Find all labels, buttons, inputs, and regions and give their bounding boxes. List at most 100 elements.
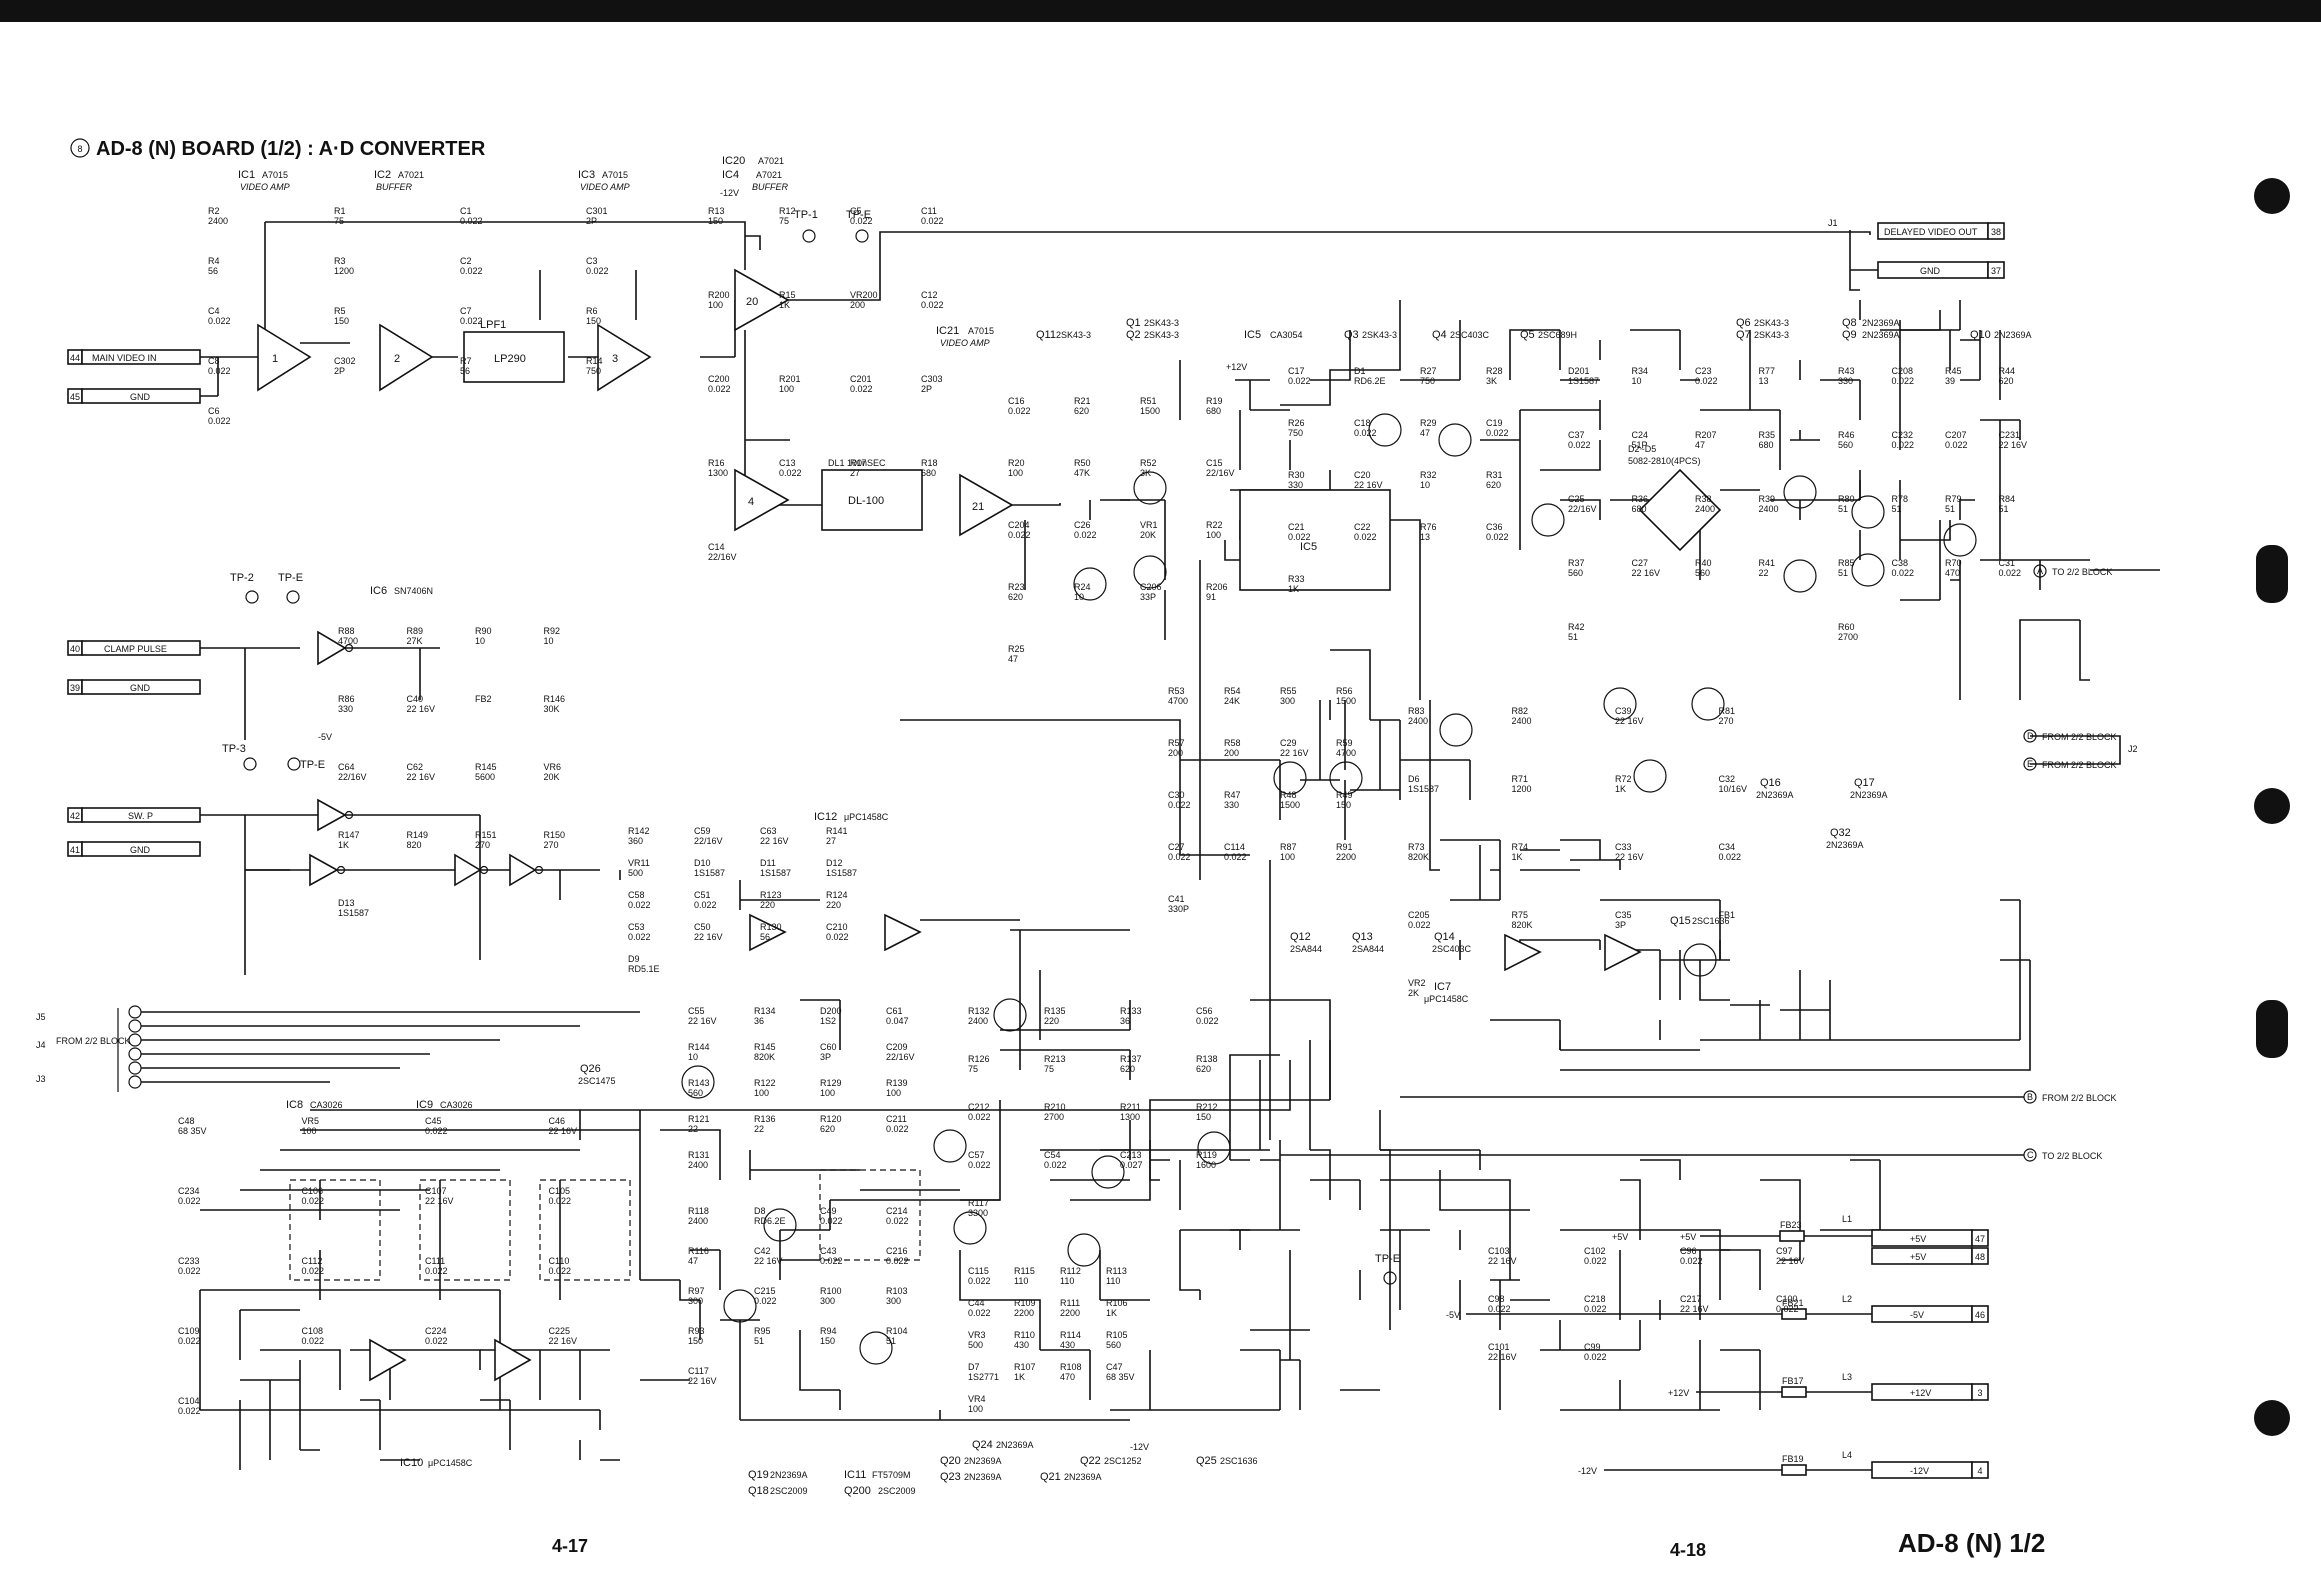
component-value: 270 xyxy=(544,840,559,850)
component-ref: C114 xyxy=(1224,842,1245,852)
component-value: 22 16V xyxy=(1354,480,1383,490)
component-ref: R132 xyxy=(968,1006,990,1016)
component-value: 0.022 xyxy=(425,1126,448,1136)
component-ref: R120 xyxy=(820,1114,842,1124)
component-value: 4700 xyxy=(1168,696,1188,706)
component-ref: R92 xyxy=(544,626,561,636)
connector-label-box xyxy=(81,349,201,365)
component-value: 56 xyxy=(208,266,218,276)
transistor-name: Q26 xyxy=(580,1063,601,1075)
title-number: 8 xyxy=(77,144,82,154)
component-value: 0.022 xyxy=(1354,532,1377,542)
component-value: 0.022 xyxy=(1196,1016,1219,1026)
power-out-pin xyxy=(1971,1247,1989,1265)
component-value: 620 xyxy=(1074,406,1089,416)
connector-label: GND xyxy=(130,845,151,855)
transistor-q3 xyxy=(1368,413,1402,447)
transistor-q6 xyxy=(1783,475,1817,509)
component-ref: C29 xyxy=(1280,738,1297,748)
component-value: 0.047 xyxy=(886,1016,909,1026)
component-ref: R113 xyxy=(1106,1266,1127,1276)
component-ref: C5 xyxy=(850,206,862,216)
transistor-q13 xyxy=(1329,761,1363,795)
component-value: 0.022 xyxy=(1680,1256,1703,1266)
component-ref: R206 xyxy=(1206,582,1228,592)
component-value: 36 xyxy=(1120,1016,1130,1026)
component-value: 0.022 xyxy=(1695,376,1718,386)
component-ref: R144 xyxy=(688,1042,710,1052)
component-value: 20K xyxy=(544,772,560,782)
transistor-name: Q14 xyxy=(1434,931,1455,943)
component-value: 1500 xyxy=(1140,406,1160,416)
component-value: 0.022 xyxy=(1892,440,1915,450)
component-value: 0.022 xyxy=(178,1406,201,1416)
transistor-name: Q25 xyxy=(1196,1455,1217,1467)
component-ref: R89 xyxy=(407,626,424,636)
component-value: 0.027 xyxy=(1120,1160,1143,1170)
component-value: 820K xyxy=(754,1052,775,1062)
component-value: 1K xyxy=(1512,852,1523,862)
component-ref: C56 xyxy=(1196,1006,1213,1016)
component-value: 3K xyxy=(1486,376,1497,386)
component-ref: R151 xyxy=(475,830,497,840)
component-value: 75 xyxy=(334,216,344,226)
component-value: 330P xyxy=(1168,904,1189,914)
transistor-part: 2N2369A xyxy=(964,1472,1002,1482)
component-ref: R43 xyxy=(1838,366,1855,376)
component-value: 150 xyxy=(1336,800,1351,810)
opamp xyxy=(494,1338,532,1382)
ic-role: VIDEO AMP xyxy=(580,182,630,192)
component-value: 10 xyxy=(544,636,554,646)
component-value: 20K xyxy=(1140,530,1156,540)
component-ref: R23 xyxy=(1008,582,1025,592)
component-ref: R84 xyxy=(1999,494,2016,504)
transistor-part: 2N2369A xyxy=(1826,840,1864,850)
component-ref: D10 xyxy=(694,858,711,868)
component-ref: R3 xyxy=(334,256,346,266)
component-ref: R115 xyxy=(1014,1266,1035,1276)
component-value: 0.022 xyxy=(1776,1304,1799,1314)
component-value: 820 xyxy=(407,840,422,850)
transistor-q2 xyxy=(1133,555,1167,589)
component-ref: D13 xyxy=(338,898,355,908)
ic-headers: IC1 A7015 VIDEO AMP IC2 A7021 BUFFER IC3… xyxy=(238,155,1469,1481)
transistor-q4 xyxy=(1438,423,1472,457)
page-title: AD-8 (N) BOARD (1/2) : A·D CONVERTER xyxy=(96,138,486,160)
component-value: 22 xyxy=(754,1124,764,1134)
component-ref: R110 xyxy=(1014,1330,1035,1340)
component-value: 100 xyxy=(302,1126,317,1136)
transistor-part: 2SC1636 xyxy=(1220,1456,1258,1466)
component-ref: R124 xyxy=(826,890,848,900)
component-value: 500 xyxy=(968,1340,983,1350)
component-value: 0.022 xyxy=(178,1336,201,1346)
component-ref: R32 xyxy=(1420,470,1437,480)
transistor-part: 2SA844 xyxy=(1352,944,1384,954)
component-value: 750 xyxy=(1288,428,1303,438)
component-value: 2400 xyxy=(1759,504,1779,514)
component-ref: R103 xyxy=(886,1286,908,1296)
ic-name: IC6 xyxy=(370,585,387,597)
delay-line-part: DL-100 xyxy=(848,495,884,507)
transistor-part: 2SC1252 xyxy=(1104,1456,1142,1466)
component-value: 22 16V xyxy=(407,704,436,714)
component-ref: C46 xyxy=(549,1116,566,1126)
inverter-gate xyxy=(509,853,537,887)
component-ref: R112 xyxy=(1060,1266,1081,1276)
transistor-q9 xyxy=(1851,553,1885,587)
ic-part: CA3026 xyxy=(440,1100,473,1110)
component-value: 0.022 xyxy=(208,366,231,376)
component-value: 150 xyxy=(334,316,349,326)
component-ref: R25 xyxy=(1008,644,1025,654)
ic-part: μPC1458C xyxy=(428,1458,473,1468)
component-value: 0.022 xyxy=(1486,428,1509,438)
component-value: 27 xyxy=(850,468,860,478)
component-value: 0.022 xyxy=(968,1112,991,1122)
logic-gates xyxy=(309,630,1642,1382)
transistor-name: Q8 xyxy=(1842,317,1857,329)
transistor-q16 xyxy=(1603,687,1637,721)
component-ref: R74 xyxy=(1512,842,1529,852)
component-ref: R95 xyxy=(754,1326,771,1336)
power-out-label: -5V xyxy=(1910,1310,1924,1320)
transistor-q23 xyxy=(953,1211,987,1245)
component-ref: R33 xyxy=(1288,574,1305,584)
